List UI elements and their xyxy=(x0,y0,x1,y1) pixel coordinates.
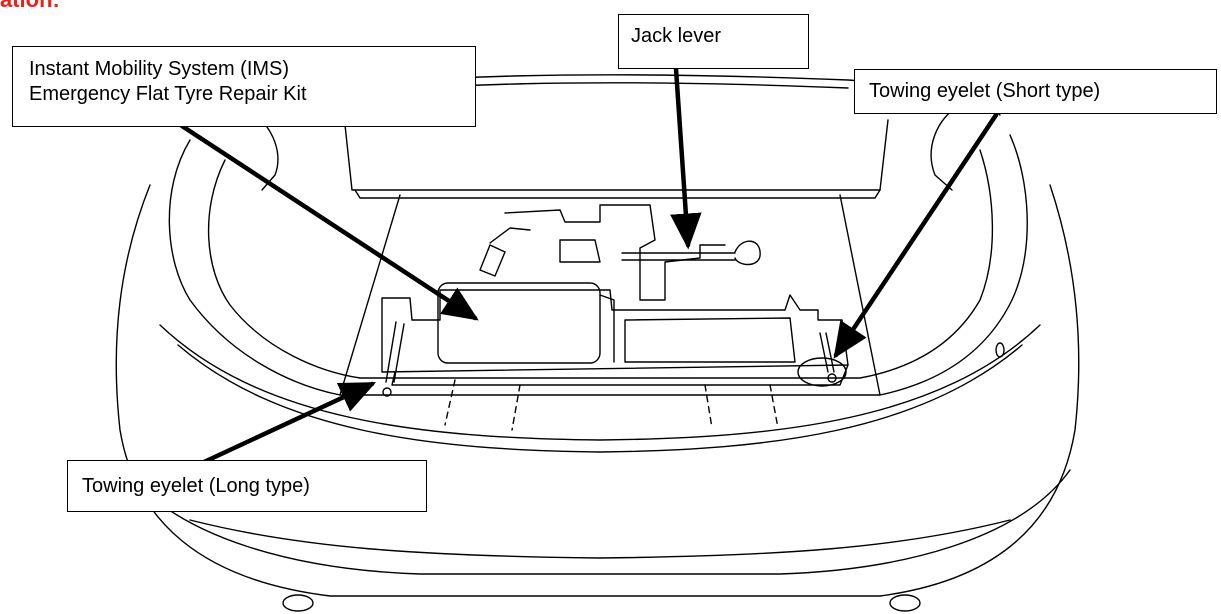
sill-lip xyxy=(177,344,1023,453)
short-eyelet-leader-arrow xyxy=(833,112,999,359)
tray-right-compartment xyxy=(624,317,796,363)
trunk-floor xyxy=(339,194,401,396)
towing-eyelet-long-callout: Towing eyelet (Long type) xyxy=(67,460,427,512)
ims-label-line-2: Emergency Flat Tyre Repair Kit xyxy=(29,83,307,105)
ims-repair-kit-callout: Instant Mobility System (IMS) Emergency … xyxy=(12,46,476,127)
towing-eyelet-short-callout: Towing eyelet (Short type) xyxy=(854,69,1217,114)
trunk-opening-outer xyxy=(168,134,1028,396)
bumper-lower xyxy=(124,469,1071,575)
ims-leader-arrow xyxy=(179,123,479,321)
jack-lever-label: Jack lever xyxy=(631,25,722,47)
exhaust-right xyxy=(889,594,921,612)
jack-lever-shape xyxy=(621,252,736,261)
towing-eyelet-long-label: Towing eyelet (Long type) xyxy=(82,475,310,497)
jack-lever-hook xyxy=(734,240,761,266)
seatback xyxy=(344,119,889,191)
body-outline xyxy=(115,184,1080,597)
heading-fragment: ation: xyxy=(0,0,60,12)
exhaust-left xyxy=(282,594,314,612)
jack-leader-arrow xyxy=(670,66,702,250)
trunk-opening-inner xyxy=(207,149,994,379)
ims-kit-box xyxy=(437,282,601,364)
jack-lever-callout: Jack lever xyxy=(618,14,809,69)
long-eyelet-leader-arrow xyxy=(201,381,377,465)
jack-outline xyxy=(504,204,726,301)
bumper-line xyxy=(189,519,1011,559)
short-eyelet-shape xyxy=(819,332,835,373)
towing-eyelet-short-label: Towing eyelet (Short type) xyxy=(869,80,1101,102)
ims-label-line-1: Instant Mobility System (IMS) xyxy=(29,58,290,80)
long-eyelet-shape xyxy=(385,321,405,383)
rear-sill xyxy=(159,324,1041,441)
